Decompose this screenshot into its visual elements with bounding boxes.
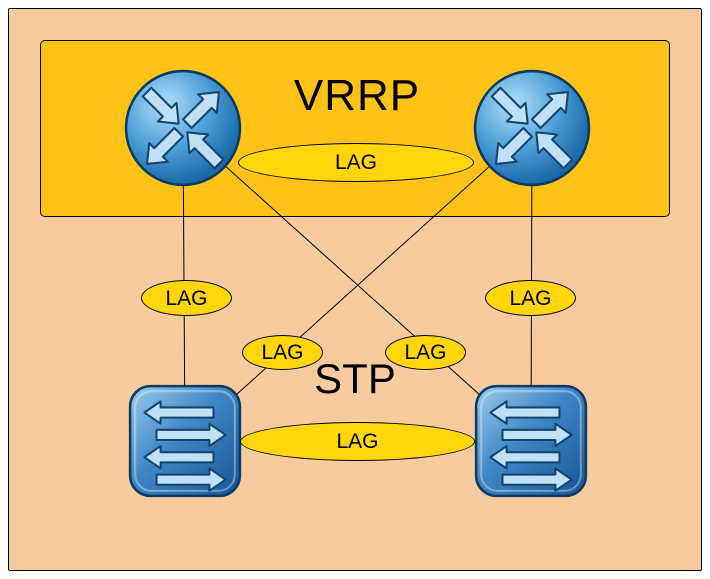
lag-ellipse-top: LAG [238,143,474,182]
switch-icon [474,384,588,498]
router-icon [473,69,591,187]
lag-ellipse-mid-left: LAG [242,335,323,370]
vrrp-label: VRRP [293,71,421,120]
stp-label: STP [314,355,396,402]
lag-ellipse-mid-right: LAG [385,335,466,370]
router-icon [124,69,242,187]
lag-ellipse-right: LAG [485,280,576,316]
lag-ellipse-bottom: LAG [240,422,475,461]
lag-ellipse-left: LAG [141,280,232,316]
switch-icon [128,384,242,498]
